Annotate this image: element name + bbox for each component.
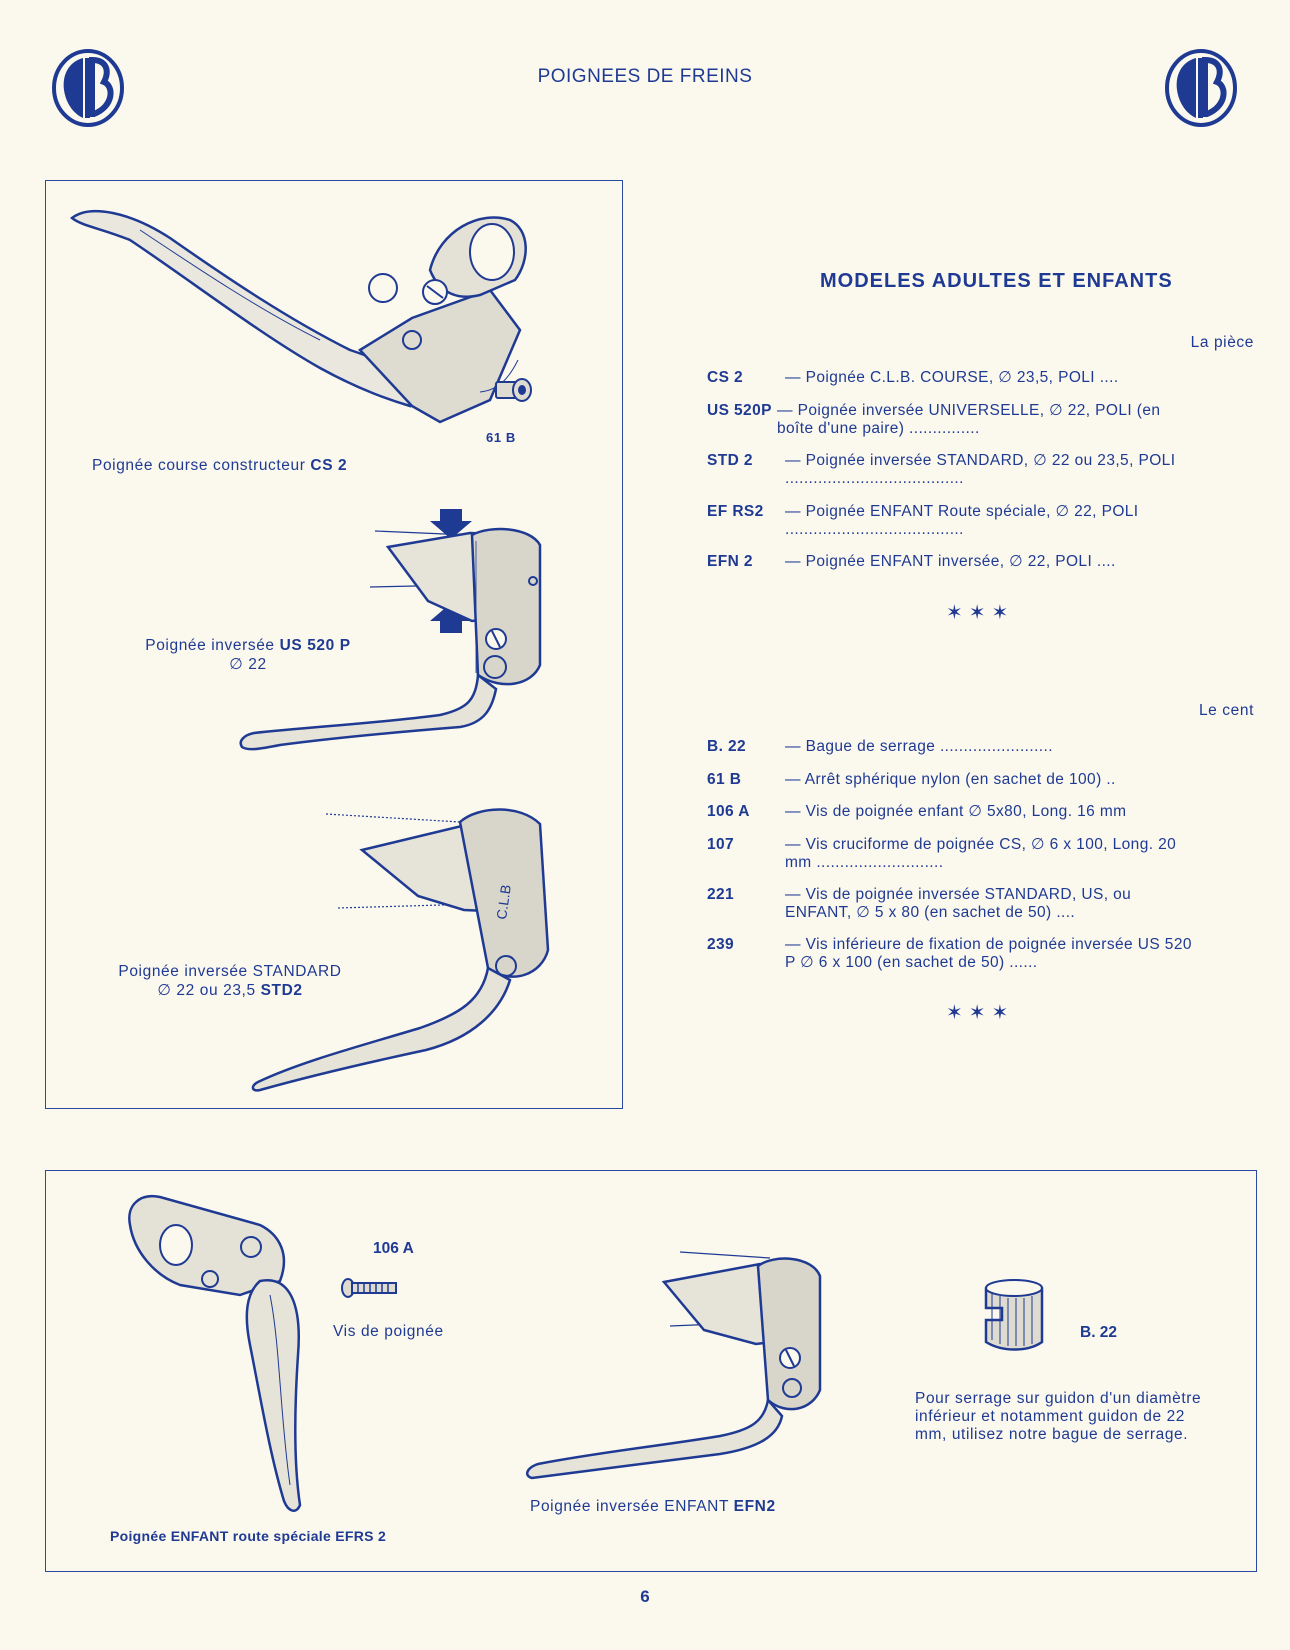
arrow-down-icon	[430, 509, 472, 539]
caption-cs2: Poignée course constructeur CS 2	[92, 457, 348, 474]
b22-label: B. 22	[1080, 1324, 1118, 1341]
us520p-lever-illustration	[239, 509, 542, 751]
efn2-lever-illustration	[525, 1251, 822, 1480]
caption-vis-de-poignee: Vis de poignée	[333, 1323, 444, 1340]
61b-stop-icon	[495, 378, 532, 402]
efrs2-lever-illustration	[128, 1194, 302, 1513]
caption-efrs2: Poignée ENFANT route spéciale EFRS 2	[110, 1528, 387, 1544]
page-title: POIGNEES DE FREINS	[537, 66, 753, 87]
106a-label: 106 A	[373, 1240, 414, 1257]
cs2-lever-illustration	[69, 210, 532, 424]
separator-stars: ✶✶✶	[946, 1002, 1015, 1024]
separator-stars: ✶✶✶	[946, 602, 1015, 624]
illustrations-panel	[45, 180, 623, 1109]
106a-screw-icon	[341, 1278, 397, 1298]
b22-ring-icon	[984, 1279, 1044, 1351]
clb-logo-left	[52, 49, 124, 127]
arrow-up-icon	[430, 603, 472, 633]
61b-label: 61 B	[486, 430, 516, 445]
clb-logo-right	[1165, 49, 1237, 127]
lever-marking: C.L.B	[493, 884, 514, 921]
page-number: 6	[640, 1587, 650, 1606]
b22-note: Pour serrage sur guidon d'un diamètre in…	[915, 1390, 1202, 1443]
catalog-subtitle: MODELES ADULTES ET ENFANTS	[820, 270, 1173, 292]
caption-efn2: Poignée inversée ENFANT EFN2	[530, 1498, 776, 1515]
caption-us520p: Poignée inversée US 520 P ∅ 22	[145, 637, 351, 673]
std2-lever-illustration: C.L.B	[251, 808, 550, 1092]
unit-piece: La pièce	[1190, 334, 1254, 351]
caption-std2: Poignée inversée STANDARD ∅ 22 ou 23,5 S…	[118, 963, 342, 999]
unit-cent: Le cent	[1198, 702, 1254, 719]
children-levers-panel	[45, 1170, 1257, 1572]
